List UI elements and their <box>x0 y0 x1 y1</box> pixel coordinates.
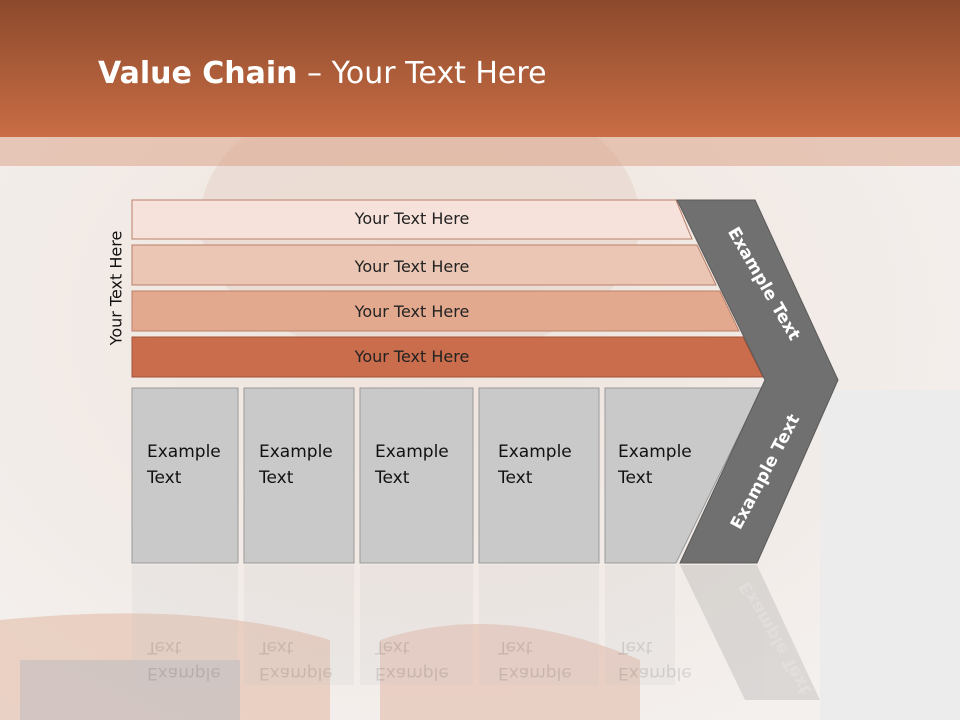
row-4-label: Your Text Here <box>354 347 470 366</box>
cell-3-shape <box>359 387 474 564</box>
cell-2-reflection <box>244 565 354 685</box>
cell-3-label-reflection: Example Text <box>375 634 449 686</box>
row-1-shape <box>131 199 693 240</box>
cell-3-reflection <box>360 565 473 685</box>
row-3-shape <box>131 290 740 332</box>
cell-4-refl-line2: Text <box>498 637 533 657</box>
cell-2-shape <box>243 387 355 564</box>
cell-5-label-reflection: Example Text <box>618 634 692 686</box>
title-bold: Value Chain <box>98 56 298 91</box>
title-rest: – Your Text Here <box>297 56 547 91</box>
title-bar <box>0 0 960 137</box>
chevron-shape <box>676 199 839 564</box>
row-2-label: Your Text Here <box>354 257 470 276</box>
cell-1-label-reflection: Example Text <box>147 634 221 686</box>
cell-1-reflection <box>132 565 238 685</box>
cell-1-refl-line2: Text <box>147 637 182 657</box>
cell-3-refl-line1: Example <box>375 663 449 683</box>
cell-4-reflection <box>479 565 599 685</box>
row-3-label: Your Text Here <box>354 302 470 321</box>
cell-1-shape <box>131 387 239 564</box>
title-strip <box>0 137 960 166</box>
cell-3-line2: Text <box>375 468 410 488</box>
chevron-reflection <box>680 565 820 700</box>
cell-2-label-reflection: Example Text <box>259 634 333 686</box>
cell-4-shape <box>478 387 600 564</box>
cell-5-shape <box>604 387 763 564</box>
cell-2-refl-line1: Example <box>259 663 333 683</box>
cell-4-refl-line1: Example <box>498 663 572 683</box>
cell-5-line1: Example <box>618 442 692 462</box>
cell-1-line2: Text <box>147 468 182 488</box>
cell-2-line2: Text <box>259 468 294 488</box>
cell-5-refl-line2: Text <box>618 637 653 657</box>
cell-3-refl-line2: Text <box>375 637 410 657</box>
cell-1-line1: Example <box>147 442 221 462</box>
cell-5-refl-line1: Example <box>618 663 692 683</box>
page-title: Value Chain – Your Text Here <box>98 56 547 91</box>
cell-4-line1: Example <box>498 442 572 462</box>
cell-2-line1: Example <box>259 442 333 462</box>
cell-5-line2: Text <box>618 468 653 488</box>
cell-3-line1: Example <box>375 442 449 462</box>
cell-4-line2: Text <box>498 468 533 488</box>
row-2-shape <box>131 244 717 286</box>
cell-4-label-reflection: Example Text <box>498 634 572 686</box>
cell-1-refl-line1: Example <box>147 663 221 683</box>
row-1-label: Your Text Here <box>354 209 470 228</box>
cell-2-refl-line2: Text <box>259 637 294 657</box>
cell-5-reflection <box>605 565 675 685</box>
